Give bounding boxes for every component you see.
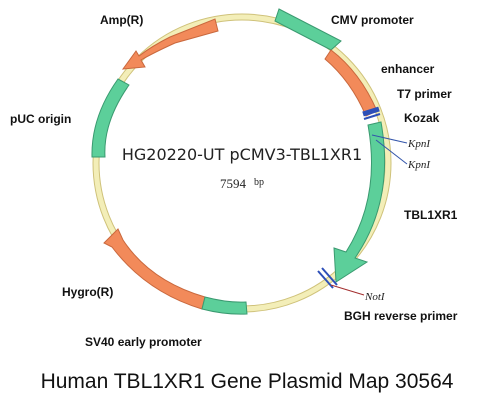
t7-primer-label: T7 primer [397, 87, 452, 101]
kozak-mark [363, 113, 381, 120]
enhancer-label: enhancer [381, 62, 435, 76]
not1-leader [330, 284, 365, 296]
amp-resistance-arrow [121, 18, 219, 70]
plasmid-size: 7594 bp [220, 175, 264, 192]
bgh-primer-mark [317, 270, 334, 289]
kpn1-leader-a [371, 134, 408, 144]
map-caption: Human TBL1XR1 Gene Plasmid Map 30564 [40, 370, 454, 393]
tbl1xr1-label: TBL1XR1 [404, 208, 458, 222]
puc-origin-label: pUC origin [10, 112, 71, 126]
bgh-primer-mark-2 [321, 267, 338, 286]
enhancer-arc [324, 49, 378, 117]
tbl1xr1-gene-arrow [333, 121, 386, 283]
kpn1-site-label-a: KpnI [407, 138, 431, 150]
cmv-promoter-arc [274, 8, 342, 51]
puc-origin-arc [91, 78, 130, 158]
hygro-resistance-arrow [103, 228, 206, 310]
sv40-promoter-label: SV40 early promoter [85, 335, 202, 349]
not1-site-label: NotI [364, 291, 386, 303]
t7-primer-mark [362, 106, 380, 117]
amp-label: Amp(R) [100, 13, 143, 27]
kozak-label: Kozak [404, 111, 440, 125]
plasmid-name: HG20220-UT pCMV3-TBL1XR1 [122, 145, 362, 164]
sv40-promoter-arc [201, 296, 248, 315]
kpn1-site-label-b: KpnI [407, 159, 431, 171]
plasmid-map: Amp(R) CMV promoter enhancer T7 primer K… [10, 8, 458, 349]
plasmid-size-unit: bp [254, 177, 264, 188]
bgh-primer-label: BGH reverse primer [344, 309, 458, 323]
plasmid-size-number: 7594 [220, 176, 247, 191]
hygro-label: Hygro(R) [62, 285, 113, 299]
cmv-promoter-label: CMV promoter [331, 13, 414, 27]
kpn1-leader-b [375, 139, 408, 165]
